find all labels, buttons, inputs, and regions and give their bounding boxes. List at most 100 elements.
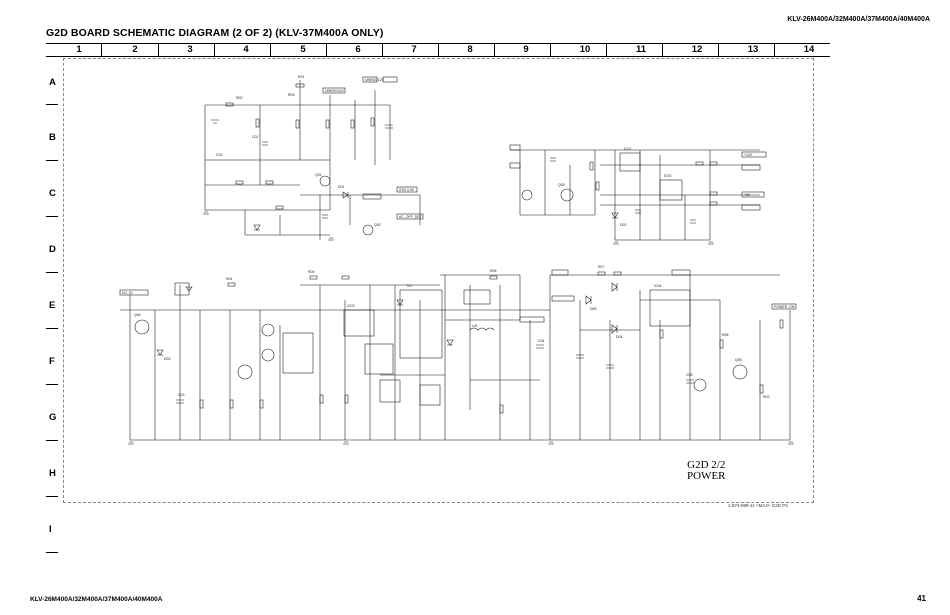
row-label: A bbox=[49, 77, 56, 88]
component-label: C02 bbox=[216, 153, 222, 157]
component-label: D02 bbox=[620, 223, 626, 227]
column-label: 11 bbox=[635, 44, 647, 55]
row-tick bbox=[46, 272, 58, 273]
schematic-frame bbox=[63, 58, 814, 503]
column-tick bbox=[101, 44, 102, 56]
component-label: IC04 bbox=[654, 284, 661, 288]
column-label: 8 bbox=[467, 44, 473, 55]
net-label: UNREG24V bbox=[325, 89, 345, 93]
component-label: C01 bbox=[252, 135, 258, 139]
row-label: B bbox=[49, 132, 56, 143]
footer-model: KLV-26M400A/32M400A/37M400A/40M400A bbox=[30, 596, 163, 603]
component-label: R01 bbox=[298, 75, 304, 79]
column-ruler: 1 2 3 4 5 6 7 8 9 10 11 12 13 14 bbox=[46, 43, 830, 57]
component-label: R05 bbox=[308, 270, 314, 274]
circuit-block-upper-right bbox=[509, 144, 767, 241]
component-label: Q04 bbox=[134, 313, 141, 317]
column-label: 13 bbox=[747, 44, 759, 55]
component-label: C04 bbox=[538, 339, 544, 343]
column-label: 9 bbox=[523, 44, 529, 55]
component-label: C03 bbox=[178, 393, 184, 397]
component-label: R04 bbox=[226, 277, 232, 281]
row-label: C bbox=[49, 188, 56, 199]
component-label: Q03 bbox=[558, 183, 565, 187]
component-label: IC03 bbox=[347, 304, 354, 308]
row-tick bbox=[46, 216, 58, 217]
component-label: IC02 bbox=[664, 174, 671, 178]
column-tick bbox=[158, 44, 159, 56]
board-label-line1: G2D 2/2 bbox=[687, 459, 726, 471]
board-label: G2D 2/2 POWER bbox=[687, 460, 726, 482]
component-label: R07 bbox=[598, 265, 604, 269]
column-label: 4 bbox=[243, 44, 249, 55]
ground-symbols bbox=[128, 211, 794, 445]
column-tick bbox=[662, 44, 663, 56]
column-label: 3 bbox=[187, 44, 193, 55]
diagram-title: G2D BOARD SCHEMATIC DIAGRAM (2 OF 2) (KL… bbox=[46, 27, 384, 39]
column-tick bbox=[494, 44, 495, 56]
row-tick bbox=[46, 104, 58, 105]
component-label: Q05 bbox=[735, 358, 742, 362]
model-header: KLV-26M400A/32M400A/37M400A/40M400A bbox=[787, 16, 930, 23]
row-tick bbox=[46, 328, 58, 329]
page-number: 41 bbox=[917, 594, 926, 603]
column-tick bbox=[270, 44, 271, 56]
column-tick bbox=[718, 44, 719, 56]
net-label: +12V bbox=[744, 153, 753, 157]
column-tick bbox=[774, 44, 775, 56]
column-label: 5 bbox=[300, 44, 306, 55]
part-number: 1-874-999-11 <MA2> G2D P2 bbox=[728, 503, 788, 508]
component-label: R08 bbox=[722, 333, 728, 337]
column-label: 14 bbox=[803, 44, 815, 55]
component-label: D05 bbox=[590, 307, 596, 311]
component-label: R09 bbox=[763, 395, 769, 399]
component-label: R06 bbox=[490, 269, 496, 273]
row-label: E bbox=[49, 300, 56, 311]
row-tick bbox=[46, 496, 58, 497]
component-label: L01 bbox=[472, 324, 478, 328]
circuit-block-lower bbox=[119, 269, 797, 441]
column-label: 10 bbox=[579, 44, 591, 55]
row-label: I bbox=[49, 524, 52, 535]
component-label: IC01 bbox=[624, 147, 631, 151]
component-label: Q02 bbox=[374, 223, 381, 227]
column-tick bbox=[382, 44, 383, 56]
row-tick bbox=[46, 552, 58, 553]
component-label: C05 bbox=[686, 373, 692, 377]
circuit-block-upper-left bbox=[204, 76, 424, 240]
net-label: +5V bbox=[744, 193, 751, 197]
column-label: 1 bbox=[76, 44, 82, 55]
board-label-line2: POWER bbox=[687, 470, 726, 482]
component-label: D03 bbox=[164, 357, 170, 361]
column-label: 2 bbox=[132, 44, 138, 55]
component-label: Q01 bbox=[315, 173, 322, 177]
component-label: D04 bbox=[616, 335, 622, 339]
row-label: F bbox=[49, 356, 55, 367]
column-label: 12 bbox=[691, 44, 703, 55]
column-label: 6 bbox=[355, 44, 361, 55]
component-label: D01 bbox=[338, 185, 344, 189]
column-tick bbox=[606, 44, 607, 56]
net-label: POWER_ON bbox=[774, 305, 795, 309]
column-tick bbox=[214, 44, 215, 56]
net-label: STB 3.3V bbox=[399, 188, 415, 192]
component-label: R02 bbox=[236, 96, 242, 100]
net-labels: UNREG24V UNREG12V STB 3.3V AC_OFF_DET PO… bbox=[122, 78, 795, 309]
column-tick bbox=[326, 44, 327, 56]
row-label: D bbox=[49, 244, 56, 255]
column-label: 7 bbox=[411, 44, 417, 55]
row-tick bbox=[46, 384, 58, 385]
row-label: G bbox=[49, 412, 57, 423]
net-label: DC_IN bbox=[122, 291, 133, 295]
column-tick bbox=[550, 44, 551, 56]
component-label: T01 bbox=[406, 284, 412, 288]
net-label: AC_OFF_DET bbox=[399, 215, 423, 219]
component-label: R03 bbox=[288, 93, 294, 97]
column-tick bbox=[438, 44, 439, 56]
net-label: UNREG12V bbox=[365, 78, 385, 82]
row-tick bbox=[46, 160, 58, 161]
row-tick bbox=[46, 440, 58, 441]
row-label: H bbox=[49, 468, 56, 479]
component-labels: R01 R02 R03 C01 C02 Q01 Q02 Q03 D01 D02 … bbox=[134, 75, 769, 399]
